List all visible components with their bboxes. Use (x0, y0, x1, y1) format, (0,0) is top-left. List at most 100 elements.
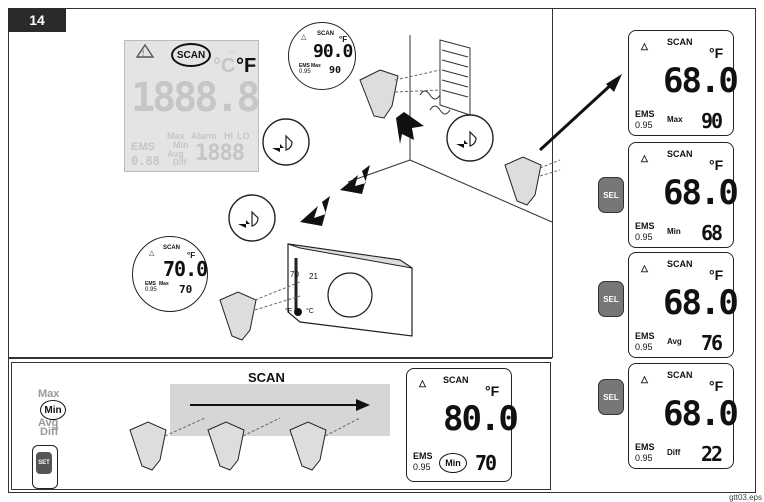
scan-band (170, 384, 390, 436)
bubble-top-scan: SCAN (317, 31, 335, 37)
thermostat-unit (287, 243, 413, 337)
panel-scan: SCAN (667, 259, 693, 269)
unit-celsius: °C (213, 55, 236, 77)
bottom-scan-title: SCAN (248, 370, 285, 385)
section-divider (8, 357, 552, 359)
panel-scan: SCAN (667, 37, 693, 47)
svg-text:!: ! (142, 49, 144, 58)
label-alarm: Alarm (191, 131, 217, 141)
label-ems: EMS (131, 141, 155, 153)
warning-icon: △ (641, 374, 648, 384)
bubble-left-ems-value: 0.95 (145, 287, 157, 293)
bottom-lcd: △ SCAN °F 80.0 EMS 0.95 Min 70 (406, 368, 519, 482)
bubble-lcd-top: △ SCAN °F 90.0 EMS 0.95 Max 90 (288, 22, 356, 90)
panel-ems-value: 0.95 (635, 342, 653, 352)
panel-scan: SCAN (667, 149, 693, 159)
bubble-left-unit: °F (187, 251, 196, 260)
instrument-left (219, 291, 257, 341)
figure-code: gtt03.eps (729, 493, 762, 502)
panel-value: 68.0 (663, 283, 739, 323)
bottom-mode-min: Min (40, 400, 66, 420)
panel-unit: °F (709, 267, 724, 283)
label-lo: LO (237, 131, 250, 141)
bottom-mode-avg: Avg (38, 417, 59, 429)
panel-mode-value: 76 (701, 331, 723, 355)
thermostat-scale-70: 70 (290, 270, 299, 279)
sel-button-1[interactable]: SEL (598, 177, 624, 213)
bubble-left-mode-value: 70 (179, 283, 193, 296)
panel-mode: Min (667, 227, 681, 236)
warning-icon: △ (641, 153, 648, 163)
figure-number: 14 (8, 8, 66, 32)
column-separator (552, 8, 554, 358)
bottom-lcd-mode: Min (439, 453, 467, 473)
bottom-lcd-scan: SCAN (443, 375, 469, 385)
bottom-lcd-unit: °F (485, 383, 500, 399)
label-diff: Diff (173, 158, 187, 167)
panel-value: 68.0 (663, 394, 739, 434)
instrument-top (359, 69, 399, 119)
panel-ems: EMS (635, 221, 655, 231)
thermostat-unit-f: °F (285, 308, 293, 315)
bubble-top-unit: °F (339, 35, 348, 44)
panel-mode-value: 22 (701, 442, 723, 466)
panel-unit: °F (709, 45, 724, 61)
bubble-top-value: 90.0 (313, 41, 353, 62)
panel-value: 68.0 (663, 61, 739, 101)
panel-unit: °F (709, 157, 724, 173)
instrument-right (504, 156, 542, 206)
bubble-top-ems-value: 0.95 (299, 69, 311, 75)
set-button-housing: SET (32, 445, 58, 489)
bubble-left-scan: SCAN (163, 245, 181, 251)
panel-ems: EMS (635, 442, 655, 452)
bubble-left-value: 70.0 (163, 257, 208, 281)
panel-unit: °F (709, 378, 724, 394)
label-avg: Avg (167, 149, 184, 159)
panel-mode-value: 68 (701, 221, 723, 245)
label-hi: HI (224, 131, 233, 141)
scan-direction-arrow (356, 399, 370, 411)
bubble-left-mode: Max (159, 281, 169, 287)
warning-icon (135, 43, 155, 58)
thermostat-unit-c: °C (306, 308, 314, 315)
sel-button-3[interactable]: SEL (598, 379, 624, 415)
scan-indicator: SCAN (171, 43, 211, 67)
panel-ems-value: 0.95 (635, 453, 653, 463)
thermostat-scale-21: 21 (309, 272, 318, 281)
set-button[interactable]: SET (36, 452, 52, 474)
warning-icon: △ (641, 263, 648, 273)
main-digits: 1888.8 (131, 75, 260, 121)
bubble-lcd-left: △ SCAN °F 70.0 EMS 0.95 Max 70 (132, 236, 208, 312)
main-lcd-display: ! SCAN ▭ °C °F 1888.8 Max Min Avg Diff A… (124, 40, 260, 172)
bottom-mode-max: Max (38, 388, 60, 400)
panel-mode-value: 90 (701, 109, 723, 133)
panel-ems-value: 0.95 (635, 120, 653, 130)
bubble-top-ems: EMS (299, 63, 310, 69)
bottom-lcd-value: 80.0 (443, 399, 519, 439)
warning-icon: △ (641, 41, 648, 51)
bottom-lcd-ems-value: 0.95 (413, 462, 431, 472)
bottom-scan-panel (11, 362, 551, 490)
figure-frame (8, 8, 756, 493)
panel-scan: SCAN (667, 370, 693, 380)
sel-button-2[interactable]: SEL (598, 281, 624, 317)
bottom-mode-diff: Diff (40, 426, 59, 438)
bubble-left-ems: EMS (145, 281, 156, 287)
unit-fahrenheit: °F (236, 55, 257, 77)
bubble-top-mode-value: 90 (329, 65, 342, 76)
panel-ems: EMS (635, 331, 655, 341)
bottom-lcd-ems: EMS (413, 451, 433, 461)
bubble-top-mode: Max (311, 63, 321, 69)
ems-value: 0.88 (131, 154, 160, 168)
small-digits: 1888 (195, 141, 245, 166)
panel-ems-value: 0.95 (635, 232, 653, 242)
panel-ems: EMS (635, 109, 655, 119)
label-max: Max (167, 131, 185, 141)
panel-mode: Avg (667, 337, 682, 346)
battery-icon: ▭ (228, 47, 236, 56)
